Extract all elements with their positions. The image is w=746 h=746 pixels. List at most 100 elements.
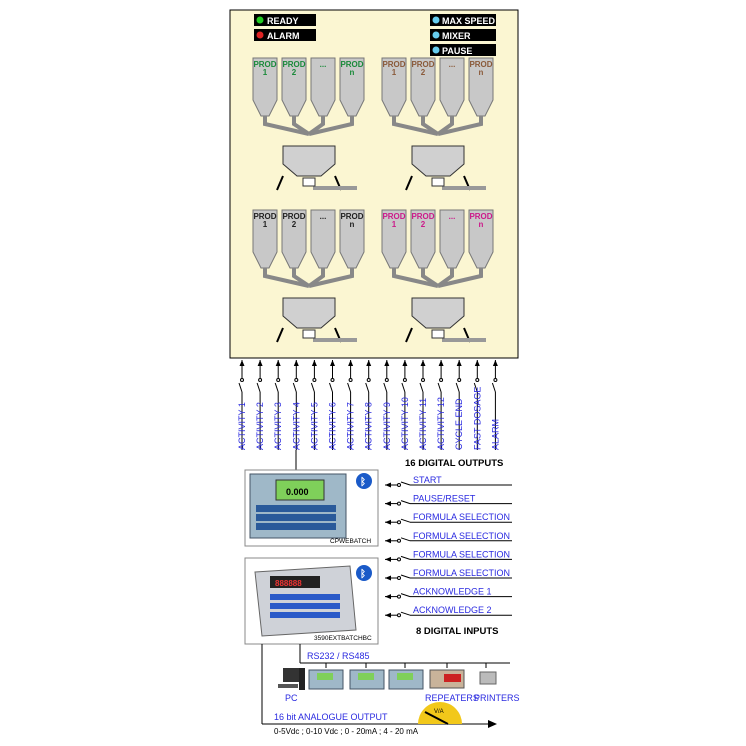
switch-icon bbox=[329, 382, 333, 393]
arrow-icon bbox=[488, 720, 497, 728]
digital-input: FORMULA SELECTION bbox=[385, 531, 512, 544]
arrow-up-icon bbox=[492, 360, 498, 366]
switch-icon bbox=[238, 382, 243, 393]
arrow-up-icon bbox=[438, 360, 444, 366]
arrow-up-icon bbox=[402, 360, 408, 366]
digital-output: ACTIVITY 7 bbox=[346, 360, 356, 450]
output-label: FAST DOSAGE bbox=[472, 387, 482, 450]
input-label: START bbox=[413, 475, 442, 485]
arrow-up-icon bbox=[239, 360, 245, 366]
arrow-left-icon bbox=[385, 556, 391, 562]
silo-number: 1 bbox=[392, 68, 397, 77]
silo-label: PROD bbox=[253, 60, 276, 69]
device1-label: CPWEBATCH bbox=[330, 538, 371, 545]
output-label: ACTIVITY 5 bbox=[309, 402, 319, 450]
input-label: FORMULA SELECTION bbox=[413, 549, 510, 559]
max-speed-lamp-icon bbox=[432, 16, 440, 24]
mixer-label: MIXER bbox=[442, 31, 471, 41]
mixer bbox=[276, 145, 357, 191]
meter-icon bbox=[418, 702, 462, 724]
silo-label: PROD bbox=[382, 212, 405, 221]
arrow-up-icon bbox=[275, 360, 281, 366]
arrow-up-icon bbox=[474, 360, 480, 366]
mixer bbox=[276, 297, 357, 343]
output-label: CYCLE END bbox=[454, 398, 464, 450]
switch-icon bbox=[473, 382, 478, 393]
silo-number: n bbox=[350, 68, 355, 77]
silo-label: ... bbox=[449, 212, 456, 221]
analogue-ranges: 0-5Vdc ; 0-10 Vdc ; 0 - 20mA ; 4 - 20 mA bbox=[274, 727, 419, 736]
silo-number: 2 bbox=[292, 68, 297, 77]
mixer-lamp-icon bbox=[432, 31, 440, 39]
switch-icon bbox=[310, 382, 315, 393]
output-label: ACTIVITY 8 bbox=[364, 402, 374, 450]
digital-input: PAUSE/RESET bbox=[385, 494, 512, 507]
device-cpwebatch: 0.000 ᛒ CPWEBATCH bbox=[244, 469, 379, 547]
status-ready: READY bbox=[254, 14, 316, 26]
arrow-up-icon bbox=[384, 360, 390, 366]
ready-label: READY bbox=[267, 16, 299, 26]
arrow-left-icon bbox=[385, 519, 391, 525]
switch-icon bbox=[292, 382, 297, 393]
switch-icon bbox=[400, 537, 411, 542]
digital-input: FORMULA SELECTION bbox=[385, 568, 512, 581]
digital-input: START bbox=[385, 475, 512, 488]
silo-label: PROD bbox=[253, 212, 276, 221]
output-label: ALARM bbox=[490, 419, 500, 450]
switch-icon bbox=[400, 518, 411, 523]
output-label: ACTIVITY 2 bbox=[255, 402, 265, 450]
arrow-up-icon bbox=[330, 360, 335, 366]
silo-label: PROD bbox=[282, 60, 305, 69]
digital-output: ACTIVITY 11 bbox=[418, 360, 428, 450]
status-mixer: MIXER bbox=[430, 29, 496, 41]
silo-label: PROD bbox=[411, 212, 434, 221]
digital-output: ACTIVITY 8 bbox=[364, 360, 374, 450]
status-pause: PAUSE bbox=[430, 44, 496, 56]
input-label: FORMULA SELECTION bbox=[413, 531, 510, 541]
digital-input: FORMULA SELECTION bbox=[385, 549, 512, 562]
silo-label: PROD bbox=[469, 60, 492, 69]
input-label: FORMULA SELECTION bbox=[413, 512, 510, 522]
switch-icon bbox=[383, 382, 388, 393]
printers-label: PRINTERS bbox=[474, 693, 520, 703]
bluetooth-icon bbox=[356, 565, 372, 581]
alarm-lamp-icon bbox=[256, 31, 264, 39]
digital-output: FAST DOSAGE bbox=[472, 360, 482, 450]
silo-label: PROD bbox=[340, 212, 363, 221]
silo-number: n bbox=[479, 220, 484, 229]
silo-label: PROD bbox=[282, 212, 305, 221]
output-label: ACTIVITY 4 bbox=[291, 402, 301, 450]
svg-text:ᛒ: ᛒ bbox=[360, 476, 366, 488]
mixer bbox=[405, 145, 486, 191]
arrow-up-icon bbox=[420, 360, 426, 366]
input-label: FORMULA SELECTION bbox=[413, 568, 510, 578]
switch-icon bbox=[400, 593, 411, 598]
digital-input: ACKNOWLEDGE 1 bbox=[385, 587, 512, 600]
status-max-speed: MAX SPEED bbox=[430, 14, 496, 26]
input-label: ACKNOWLEDGE 2 bbox=[413, 605, 492, 615]
silo-label: ... bbox=[320, 212, 327, 221]
arrow-left-icon bbox=[385, 594, 391, 600]
repeater-icon bbox=[429, 669, 465, 689]
silo: ... bbox=[436, 209, 465, 288]
arrow-up-icon bbox=[293, 360, 299, 366]
output-label: ACTIVITY 6 bbox=[328, 402, 338, 450]
digital-output: ACTIVITY 3 bbox=[273, 360, 283, 450]
device2-label: 3590EXTBATCHBC bbox=[314, 635, 372, 642]
network-indicator bbox=[388, 669, 424, 690]
silo-number: n bbox=[350, 220, 355, 229]
arrow-up-icon bbox=[311, 360, 317, 366]
digital-output: ACTIVITY 2 bbox=[255, 360, 265, 450]
arrow-up-icon bbox=[257, 360, 263, 366]
printer-icon bbox=[479, 671, 497, 685]
